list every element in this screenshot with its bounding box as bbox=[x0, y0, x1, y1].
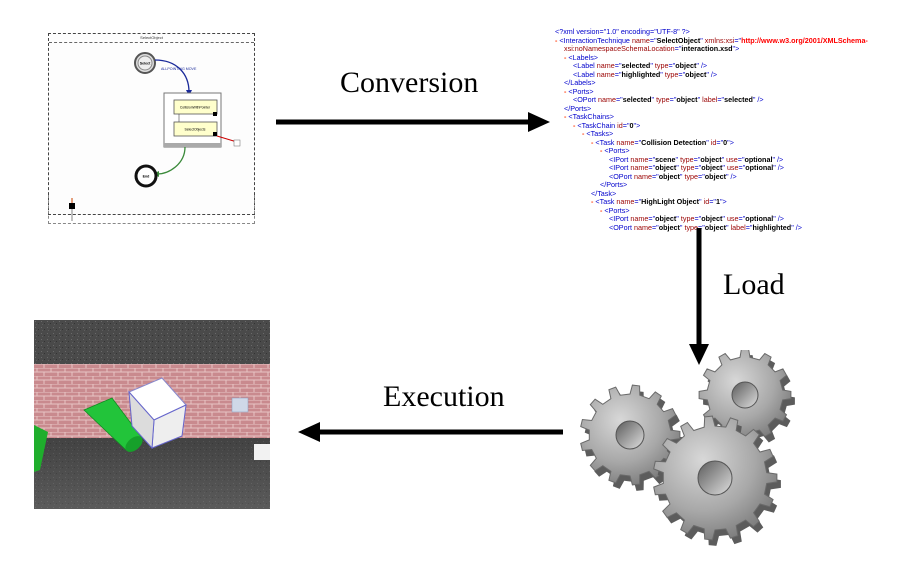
editor-footer bbox=[48, 195, 255, 224]
xml-line: - <Labels> bbox=[564, 52, 598, 62]
xml-line: </Ports> bbox=[600, 180, 628, 189]
end-node bbox=[134, 164, 158, 188]
edge-tasks-to-end bbox=[156, 146, 186, 175]
xml-line: - <Task name="HighLight Object" id="1"> bbox=[591, 197, 727, 206]
xml-line: <?xml version="1.0" encoding="UTF-8" ?> bbox=[555, 27, 690, 36]
vr-scene-render bbox=[34, 320, 270, 509]
edge-select-to-tasks bbox=[154, 59, 190, 93]
task-box-2-label: SelectObjects bbox=[185, 128, 206, 132]
task-box-1 bbox=[173, 99, 218, 115]
wall-panel bbox=[231, 397, 249, 413]
xml-line: - <Ports> bbox=[600, 146, 630, 155]
end-node-label: End bbox=[143, 175, 150, 179]
load-label: Load bbox=[723, 268, 785, 301]
execution-label: Execution bbox=[383, 380, 505, 413]
xml-line: - <Ports> bbox=[564, 86, 594, 96]
task-box-1-label: CollisionWithPointer bbox=[180, 106, 211, 110]
gears-engine bbox=[580, 350, 795, 546]
xml-line: - <TaskChain id="0"> bbox=[573, 120, 641, 130]
xml-line: <Label name="selected" type="object" /> bbox=[573, 61, 708, 70]
xml-line: </Task> bbox=[591, 188, 617, 198]
xml-line: </Labels> bbox=[564, 78, 596, 87]
xml-line: <Label name="highlighted" type="object" … bbox=[573, 69, 718, 79]
xml-line: <IPort name="object" type="object" use="… bbox=[609, 214, 784, 223]
xml-line: <OPort name="object" type="object" /> bbox=[609, 171, 737, 181]
editor-title: SelectObject bbox=[49, 34, 254, 43]
white-block bbox=[254, 444, 270, 460]
conversion-label: Conversion bbox=[340, 66, 479, 99]
xml-line: </Ports> bbox=[564, 103, 592, 113]
green-cone bbox=[83, 397, 143, 451]
xml-line: - <InteractionTechnique name="SelectObje… bbox=[555, 35, 868, 45]
xml-line: <IPort name="object" type="object" use="… bbox=[609, 163, 784, 172]
xml-line: xsi:noNamespaceSchemaLocation="interacti… bbox=[564, 44, 740, 53]
xml-document: <?xml version="1.0" encoding="UTF-8" ?>-… bbox=[555, 27, 895, 231]
xml-line: <OPort name="object" type="object" label… bbox=[609, 222, 802, 232]
edge-output bbox=[216, 135, 238, 143]
xml-line: - <TaskChains> bbox=[564, 112, 614, 121]
xml-line: - <Task name="Collision Detection" id="0… bbox=[591, 137, 734, 147]
task-box-2 bbox=[173, 121, 218, 137]
xml-line: <IPort name="scene" type="object" use="o… bbox=[609, 154, 784, 164]
green-cone-left bbox=[34, 425, 48, 472]
start-node-label: Select bbox=[140, 62, 151, 66]
edge-label: ALLPOINTING MOVE bbox=[161, 67, 197, 71]
xml-line: - <Tasks> bbox=[582, 129, 614, 138]
task-editor-panel: SelectObject Select ALLPOINTING MOVE Col… bbox=[48, 33, 255, 215]
task-graph: Select ALLPOINTING MOVE CollisionWithPoi… bbox=[134, 52, 241, 188]
xml-line: - <Ports> bbox=[600, 205, 630, 215]
xml-line: <OPort name="selected" type="object" lab… bbox=[573, 95, 764, 104]
